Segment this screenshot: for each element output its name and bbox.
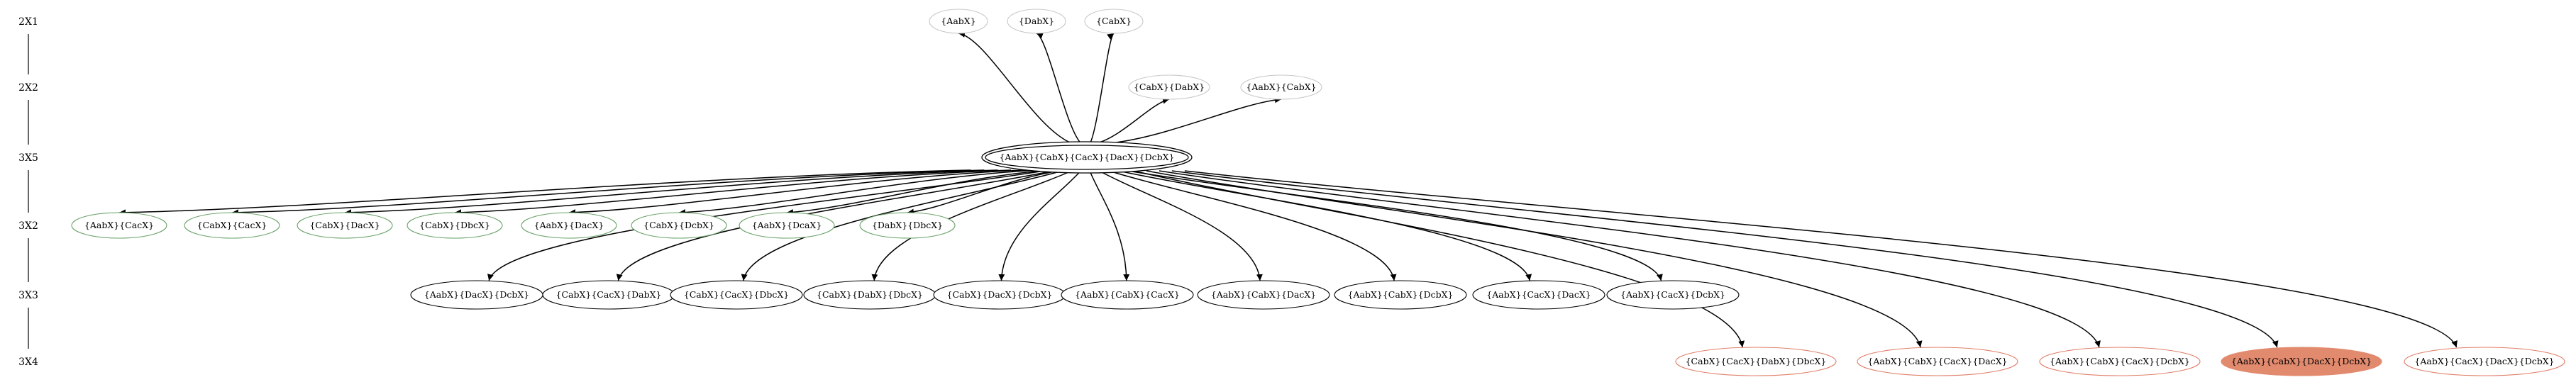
edge-aabx-cabx-cacx-dcbx — [1159, 170, 2101, 348]
rank-label-2x1: 2X1 — [18, 16, 38, 28]
edge-aabx-cabx-dacx — [1099, 170, 1263, 281]
node-aabx-dacx[interactable]: {AabX}{DacX} — [521, 212, 617, 239]
node-cabx-dabx[interactable]: {CabX}{DabX} — [1128, 74, 1210, 100]
node-aabx-dcax[interactable]: {AabX}{DcaX} — [739, 212, 835, 239]
edge-aabx-cacx-dacx — [1118, 170, 1532, 281]
edge-dabx — [1036, 33, 1082, 144]
rank-label-3x2: 3X2 — [18, 220, 38, 232]
edge-cabx-dcbx — [678, 169, 1039, 216]
node-label: {CabX}{CacX}{DabX}{DbcX} — [1686, 356, 1827, 366]
edge-aabx-cabx-dcbx — [1108, 170, 1397, 281]
node-label: {CabX}{CacX}{DbcX} — [684, 289, 789, 300]
node-cabx-dabx-dbcx[interactable]: {CabX}{DabX}{DbcX} — [803, 280, 936, 310]
node-label: {AabX}{CabX}{DacX}{DcbX} — [2231, 356, 2372, 366]
rank-label-3x5: 3X5 — [18, 152, 38, 164]
edge-cabx-cacx-dabx-dbcx — [1133, 170, 1745, 348]
node-root[interactable]: {AabX}{CabX}{CacX}{DacX}{DcbX} — [981, 141, 1193, 174]
node-aabx-cabx-dacx[interactable]: {AabX}{CabX}{DacX} — [1197, 280, 1330, 310]
edge-aabx-dcax — [786, 169, 1051, 215]
node-cabx-dbcx[interactable]: {CabX}{DbcX} — [407, 212, 503, 239]
edge-cabx — [1089, 33, 1115, 144]
node-aabx-cabx-cacx[interactable]: {AabX}{CabX}{CacX} — [1061, 280, 1194, 310]
node-label: {AabX}{CacX}{DacX} — [1486, 289, 1591, 300]
node-aabx-cacx[interactable]: {AabX}{CacX} — [71, 212, 167, 239]
node-aabx-cacx-dacx-dcbx[interactable]: {AabX}{CacX}{DacX}{DcbX} — [2404, 347, 2565, 376]
node-label: {CabX}{DacX}{DcbX} — [947, 289, 1053, 300]
edge-aabx-cacx-dacx-dcbx — [1184, 170, 2458, 348]
node-label: {AabX}{CabX}{DcbX} — [1348, 289, 1454, 300]
node-label: {AabX}{DcaX} — [752, 220, 822, 230]
edge-aabx-cabx-dacx-dcbx — [1171, 170, 2279, 348]
nodes: {AabX}{CabX}{CacX}{DacX}{DcbX} {AabX} {Dab… — [71, 9, 2565, 376]
node-aabx[interactable]: {AabX} — [929, 9, 988, 34]
node-label: {CabX}{DabX}{DbcX} — [817, 289, 923, 300]
rank-label-3x3: 3X3 — [18, 290, 38, 301]
node-label: {AabX}{DacX} — [534, 220, 604, 230]
node-label: {CabX}{DcbX} — [643, 220, 714, 230]
edge-cabx-dabx — [1096, 97, 1170, 144]
node-cabx-dacx-dcbx[interactable]: {CabX}{DacX}{DcbX} — [933, 280, 1066, 310]
edge-aabx-cabx-cacx — [1089, 170, 1130, 281]
node-aabx-cabx-dcbx[interactable]: {AabX}{CabX}{DcbX} — [1334, 280, 1467, 310]
node-aabx-cacx-dacx[interactable]: {AabX}{CacX}{DacX} — [1472, 280, 1605, 310]
edge-cabx-dabx-dbcx — [871, 170, 1072, 281]
node-dabx[interactable]: {DabX} — [1007, 9, 1066, 34]
node-label: {AabX}{CabX} — [1246, 82, 1316, 92]
rank-axis: 2X1 2X2 3X5 3X2 3X3 3X4 — [18, 16, 38, 368]
node-label: {AabX}{CabX}{CacX}{DacX} — [1867, 356, 2007, 366]
node-aabx-cabx-cacx-dacx[interactable]: {AabX}{CabX}{CacX}{DacX} — [1857, 347, 2018, 376]
node-label: {AabX}{CacX}{DacX}{DcbX} — [2414, 356, 2554, 366]
node-label: {CabX}{DabX} — [1134, 82, 1205, 92]
node-dabx-dbcx[interactable]: {DabX}{DbcX} — [859, 212, 956, 239]
node-cabx-cacx-dabx[interactable]: {CabX}{CacX}{DabX} — [542, 280, 675, 310]
node-root-label: {AabX}{CabX}{CacX}{DacX}{DcbX} — [999, 152, 1174, 162]
edge-aabx-dacx — [568, 169, 1025, 216]
node-label: {CabX}{DacX} — [309, 220, 380, 230]
node-cabx-dcbx[interactable]: {CabX}{DcbX} — [631, 212, 727, 239]
node-label: {CabX} — [1096, 16, 1132, 26]
node-label: {DabX} — [1019, 16, 1054, 26]
edge-cabx-dacx — [344, 169, 998, 216]
node-cabx-cacx-dbcx[interactable]: {CabX}{CacX}{DbcX} — [670, 280, 803, 310]
edge-cabx-cacx — [231, 169, 985, 216]
node-label: {AabX}{CacX} — [84, 220, 154, 230]
node-label: {CabX}{CacX}{DabX} — [556, 289, 662, 300]
node-label: {AabX}{CabX}{CacX}{DcbX} — [2050, 356, 2190, 366]
node-label: {DabX}{DbcX} — [872, 220, 943, 230]
edge-aabx-cabx-cacx-dacx — [1146, 170, 1923, 348]
node-cabx-cacx[interactable]: {CabX}{CacX} — [184, 212, 280, 239]
node-aabx-dacx-dcbx[interactable]: {AabX}{DacX}{DcbX} — [410, 280, 543, 310]
node-cabx-dacx[interactable]: {CabX}{DacX} — [297, 212, 393, 239]
node-label: {AabX}{CabX}{CacX} — [1075, 289, 1180, 300]
edge-dabx-dbcx — [907, 169, 1066, 215]
node-label: {AabX}{CacX}{DcbX} — [1620, 289, 1725, 300]
node-label: {AabX}{DacX}{DcbX} — [424, 289, 529, 300]
node-label: {CabX}{CacX} — [197, 220, 267, 230]
node-aabx-cabx-cacx-dcbx[interactable]: {AabX}{CabX}{CacX}{DcbX} — [2039, 347, 2201, 376]
edge-cabx-dacx-dcbx — [998, 170, 1081, 281]
node-label: {AabX}{CabX}{DacX} — [1211, 289, 1316, 300]
edge-aabx — [958, 30, 1072, 144]
edges — [118, 30, 2458, 348]
node-aabx-cacx-dcbx[interactable]: {AabX}{CacX}{DcbX} — [1606, 280, 1740, 310]
edge-aabx-cabx — [1110, 96, 1282, 144]
node-cabx[interactable]: {CabX} — [1084, 9, 1144, 34]
node-aabx-cabx[interactable]: {AabX}{CabX} — [1240, 74, 1322, 100]
rank-label-3x4: 3X4 — [18, 357, 38, 368]
edge-cabx-dbcx — [454, 169, 1012, 216]
node-label: {AabX} — [941, 16, 975, 26]
edge-aabx-cacx-dcbx — [1127, 170, 1663, 281]
node-cabx-cacx-dabx-dbcx[interactable]: {CabX}{CacX}{DabX}{DbcX} — [1675, 347, 1837, 376]
rank-label-2x2: 2X2 — [18, 82, 38, 94]
edge-aabx-cacx — [118, 169, 971, 216]
node-aabx-cabx-dacx-dcbx[interactable]: {AabX}{CabX}{DacX}{DcbX} — [2221, 347, 2382, 376]
node-label: {CabX}{DbcX} — [419, 220, 490, 230]
